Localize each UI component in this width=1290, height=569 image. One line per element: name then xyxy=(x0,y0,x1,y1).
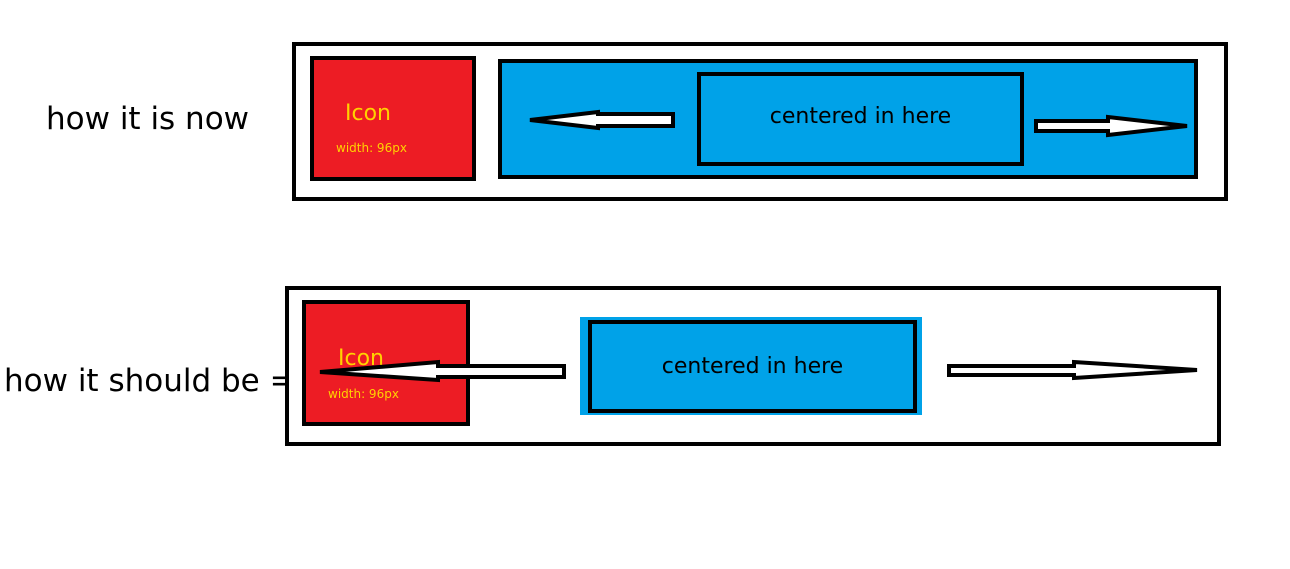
current-centered-box: centered in here xyxy=(697,72,1024,166)
desired-icon-box: Icon width: 96px xyxy=(302,300,470,426)
current-icon-width-note: width: 96px xyxy=(336,141,407,155)
left-arrow-icon xyxy=(319,359,566,383)
current-centered-label: centered in here xyxy=(769,104,952,129)
current-row-label: how it is now xyxy=(46,101,250,137)
right-arrow-icon xyxy=(1034,114,1188,138)
desired-centered-box: centered in here xyxy=(588,320,917,413)
right-arrow-icon xyxy=(947,359,1198,381)
desired-icon-width-note: width: 96px xyxy=(328,387,399,401)
left-arrow-icon xyxy=(529,109,675,131)
desired-row-label: how it should be = xyxy=(4,363,296,399)
current-icon-title: Icon xyxy=(345,101,391,126)
current-icon-box: Icon width: 96px xyxy=(310,56,476,181)
desired-centered-label: centered in here xyxy=(661,354,844,379)
